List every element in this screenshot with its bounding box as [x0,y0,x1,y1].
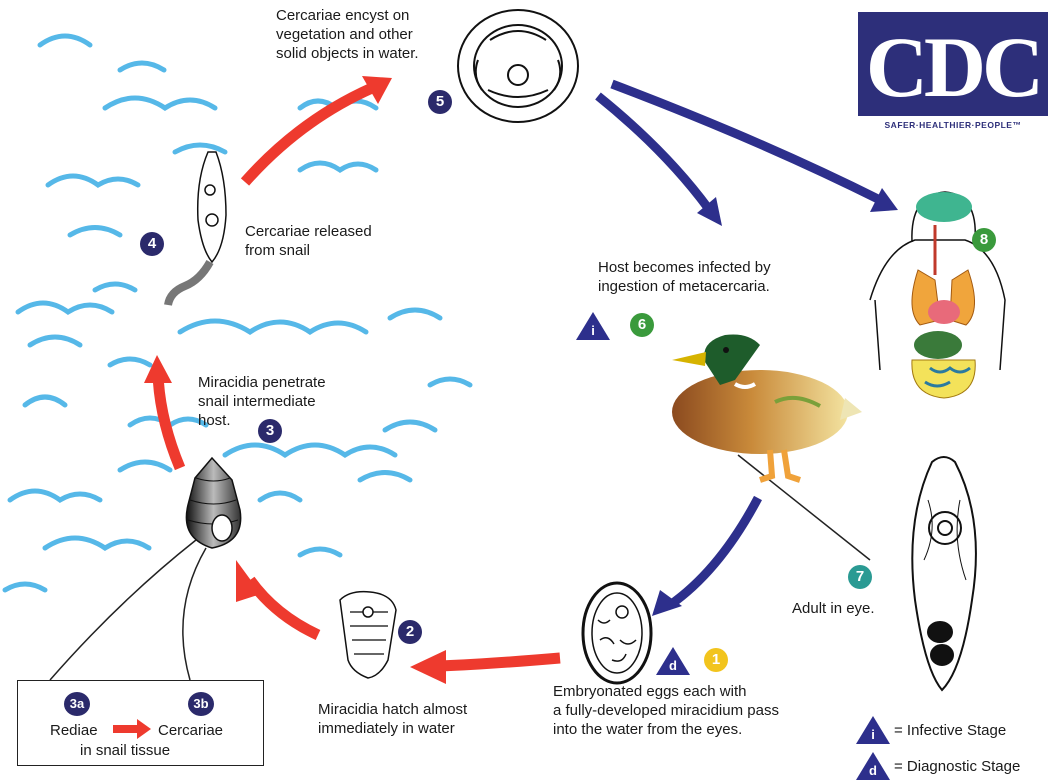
legend-diagnostic-label: = Diagnostic Stage [894,757,1020,776]
stage-7-text: Adult in eye. [792,599,875,618]
legend-infective-icon: i [856,716,890,744]
cercaria-illustration [168,152,226,305]
cdc-logo: CDC SAFER·HEALTHIER·PEOPLE™ [858,12,1048,136]
adult-fluke-illustration [912,457,976,690]
stage-3-badge: 3 [258,419,282,443]
stage-5-text: Cercariae encyst on vegetation and other… [276,6,419,63]
snail-connector-lines [50,455,870,680]
stage-2-badge: 2 [398,620,422,644]
stage-1-text: Embryonated eggs each with a fully-devel… [553,682,779,739]
rediae-label: Rediae [50,721,98,740]
stage-3a-badge: 3a [64,692,90,716]
diagnostic-stage-marker: d [656,647,690,675]
stage-6-badge: 6 [630,313,654,337]
legend-infective-label: = Infective Stage [894,721,1006,740]
miracidium-illustration [340,592,396,678]
cdc-logo-text: CDC [858,12,1048,122]
red-arrow-icon [113,719,153,739]
snail-illustration [186,458,240,548]
stage-8-badge: 8 [972,228,996,252]
stage-3b-badge: 3b [188,692,214,716]
stage-4-text: Cercariae released from snail [245,222,372,260]
stage-7-badge: 7 [848,565,872,589]
egg-illustration [583,583,651,683]
stage-4-badge: 4 [140,232,164,256]
cercariae-label: Cercariae [158,721,223,740]
legend-diagnostic-icon: d [856,752,890,780]
duck-illustration [672,334,862,480]
stage-6-text: Host becomes infected by ingestion of me… [598,258,771,296]
stage-5-badge: 5 [428,90,452,114]
cdc-tagline: SAFER·HEALTHIER·PEOPLE™ [858,120,1048,130]
snail-tissue-box: 3a Rediae 3b Cercariae in snail tissue [17,680,264,766]
snail-tissue-caption: in snail tissue [80,741,170,760]
stage-2-text: Miracidia hatch almost immediately in wa… [318,700,467,738]
metacercaria-illustration [458,10,578,122]
infective-stage-marker: i [576,312,610,340]
stage-1-badge: 1 [704,648,728,672]
human-host-illustration [870,192,1005,398]
